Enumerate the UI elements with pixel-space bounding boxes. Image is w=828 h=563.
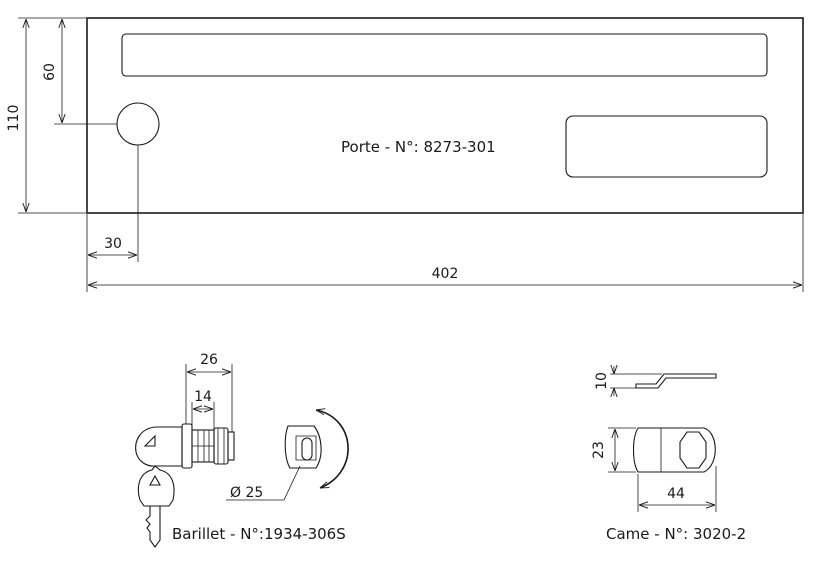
dim-lock-offset: 30 xyxy=(104,236,122,252)
cam-label: Came - N°: 3020-2 xyxy=(606,525,746,543)
dim-cam-length: 44 xyxy=(667,486,685,502)
cam-plan-view xyxy=(632,427,716,473)
key-bow xyxy=(137,465,175,507)
dim-door-height: 110 xyxy=(6,105,22,132)
door-panel: Porte - N°: 8273-301 xyxy=(86,17,804,214)
barrel-key-head xyxy=(135,426,183,467)
dim-barrel-body: 14 xyxy=(194,389,212,405)
barrel-arrow-mark xyxy=(143,434,156,447)
barrel-nut xyxy=(213,427,229,465)
barrel-flange xyxy=(181,423,193,469)
door-label: Porte - N°: 8273-301 xyxy=(341,138,496,156)
nameplate-window xyxy=(565,115,768,178)
door-outline xyxy=(86,17,804,214)
dim-cam-height: 23 xyxy=(591,441,607,459)
barrel-assembly: Ø 25 26 14 Barillet - N°:1934-306S xyxy=(135,352,349,548)
letter-slot xyxy=(121,33,768,77)
barrel-keyway xyxy=(301,437,313,461)
key-blade xyxy=(145,506,161,548)
barrel-tip xyxy=(227,431,235,461)
key-triangle xyxy=(149,474,161,486)
dim-barrel-diameter: Ø 25 xyxy=(230,485,263,501)
cam-assembly: 10 23 44 Came - N°: 3020-2 xyxy=(591,366,746,543)
cam-hole xyxy=(679,431,707,469)
rotation-arrow xyxy=(316,410,349,489)
door-dimensions: 110 60 30 402 xyxy=(6,17,804,292)
dim-door-width: 402 xyxy=(432,266,459,282)
barrel-label: Barillet - N°:1934-306S xyxy=(172,525,346,543)
cam-profile xyxy=(635,373,717,389)
lock-hole xyxy=(116,102,160,146)
dim-slot-offset: 60 xyxy=(42,63,58,81)
dim-barrel-length: 26 xyxy=(200,352,218,368)
dim-cam-thickness: 10 xyxy=(594,372,610,390)
